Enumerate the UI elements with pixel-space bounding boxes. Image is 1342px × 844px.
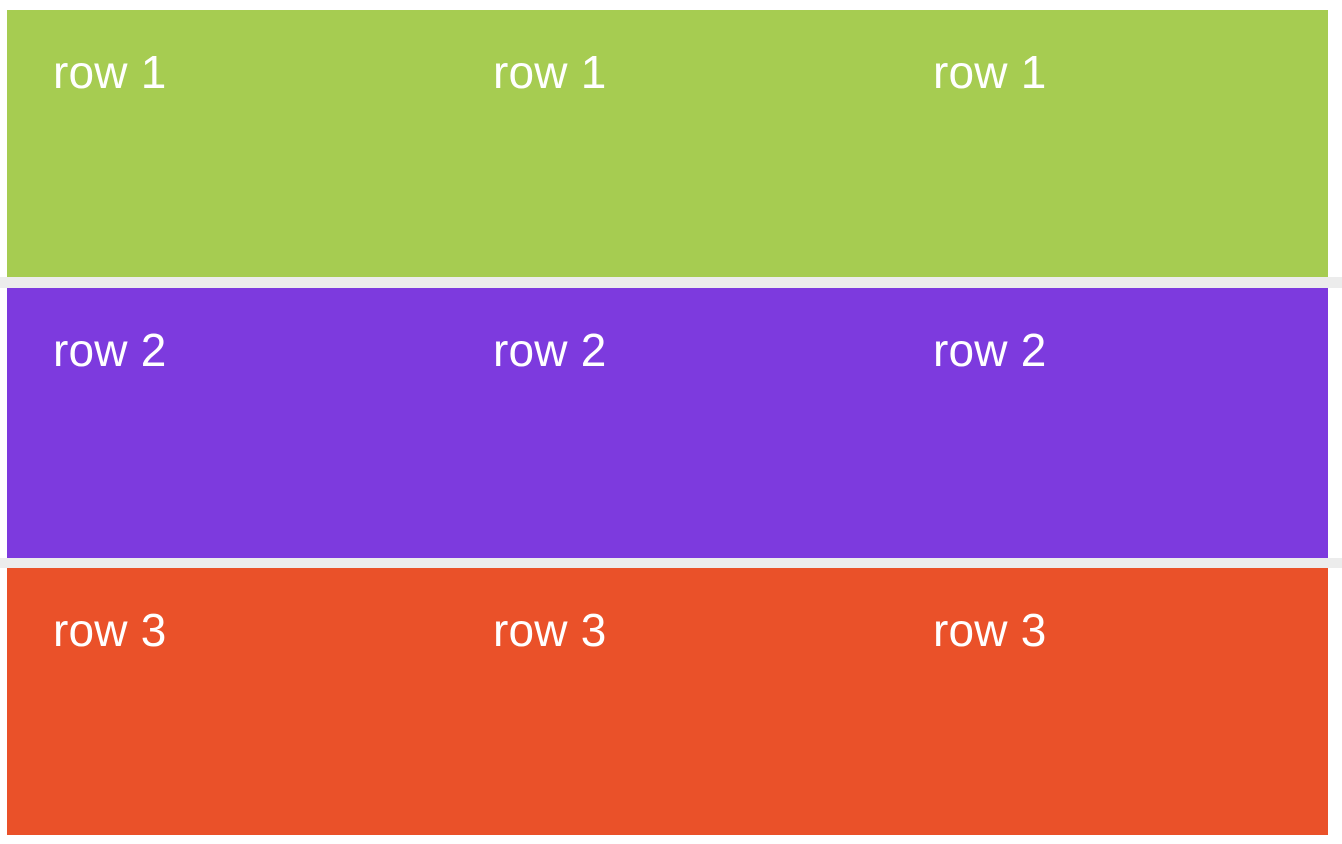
row-gutter-1 <box>0 277 1342 288</box>
row-gutter-2 <box>0 558 1342 568</box>
grid-cell-r3c3: row 3 <box>933 604 1047 656</box>
grid-cell-r3c1: row 3 <box>53 604 167 656</box>
grid-row-1: row 1 row 1 row 1 <box>7 10 1328 277</box>
grid-cell-r1c1: row 1 <box>53 46 167 98</box>
grid-row-2: row 2 row 2 row 2 <box>7 288 1328 558</box>
grid-cell-r3c2: row 3 <box>493 604 607 656</box>
grid-row-3: row 3 row 3 row 3 <box>7 568 1328 835</box>
grid-cell-r2c1: row 2 <box>53 324 167 376</box>
grid-cell-r2c2: row 2 <box>493 324 607 376</box>
grid-cell-r1c2: row 1 <box>493 46 607 98</box>
grid-container: row 1 row 1 row 1 row 2 row 2 row 2 row … <box>7 10 1328 835</box>
grid-cell-r2c3: row 2 <box>933 324 1047 376</box>
grid-cell-r1c3: row 1 <box>933 46 1047 98</box>
